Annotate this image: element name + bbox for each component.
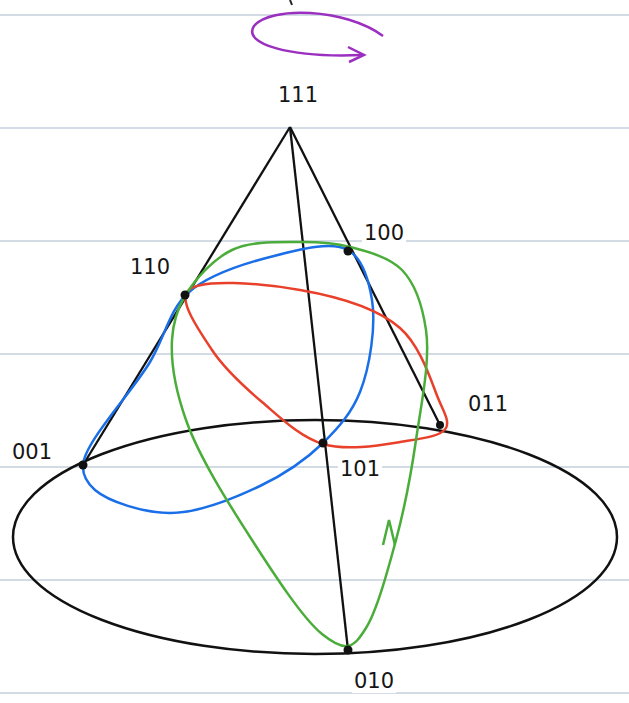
vertex-dot	[344, 247, 353, 256]
vertex-dot	[181, 291, 190, 300]
vertex-label: 001	[10, 441, 54, 464]
vertex-dots	[79, 247, 445, 655]
stray-mark	[290, 0, 292, 5]
vertex-loop	[83, 246, 373, 513]
vertex-dot	[79, 461, 88, 470]
ruled-line	[0, 466, 629, 467]
ruled-line	[0, 127, 629, 128]
vertex-label: 010	[352, 670, 396, 693]
vertex-loop	[185, 283, 447, 447]
ruled-lines	[0, 15, 629, 693]
vertex-label: 100	[362, 222, 406, 245]
generator-line	[83, 127, 290, 465]
ruled-line	[0, 579, 629, 580]
vertex-label: 110	[128, 256, 172, 279]
colored-loops	[83, 242, 447, 646]
ruled-line	[0, 692, 629, 693]
green-arrowhead	[383, 520, 395, 545]
vertex-loop	[172, 242, 427, 646]
vertex-label: 101	[338, 458, 382, 481]
vertex-label: 111	[276, 84, 320, 107]
vertex-dot	[436, 421, 444, 429]
purple-rotation-arrow	[252, 13, 383, 56]
base-ellipse	[13, 420, 617, 654]
cone-generators	[83, 127, 440, 650]
purple-arrowhead	[348, 47, 364, 62]
vertex-label: 011	[466, 393, 510, 416]
generator-line	[290, 127, 348, 650]
vertex-dot	[319, 439, 328, 448]
vertex-dot	[344, 646, 353, 655]
